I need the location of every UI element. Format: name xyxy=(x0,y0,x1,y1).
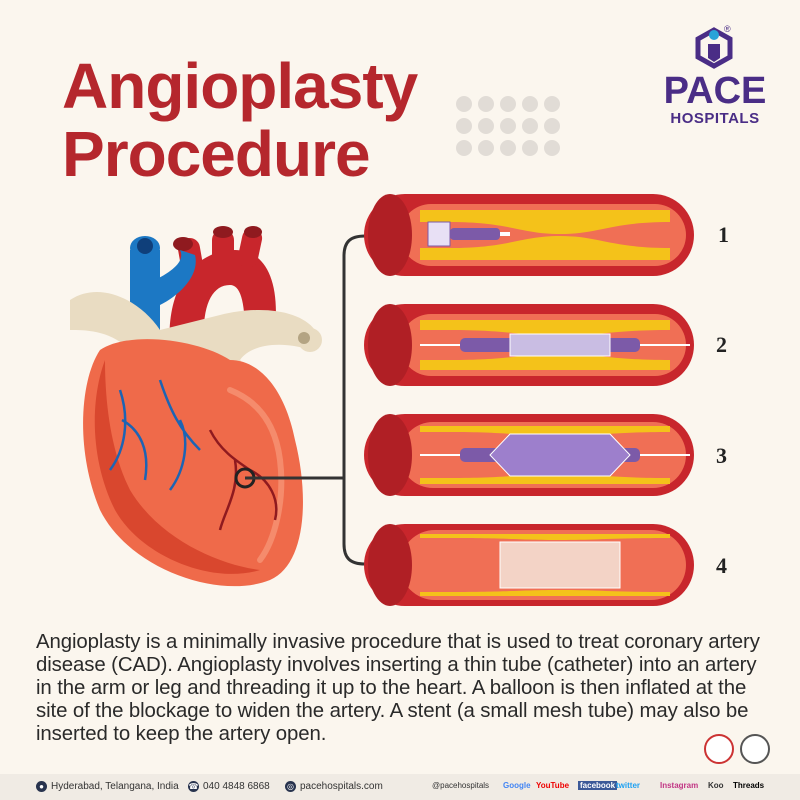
registered-mark: ® xyxy=(724,24,731,34)
social-facebook[interactable]: facebook xyxy=(578,781,618,790)
decorative-dot-grid xyxy=(456,96,560,156)
footer-phone-text: 040 4848 6868 xyxy=(203,781,270,792)
artery-step-2 xyxy=(364,304,694,386)
step-number-4: 4 xyxy=(716,553,727,578)
step-number-3: 3 xyxy=(716,443,727,468)
footer-location-text: Hyderabad, Telangana, India xyxy=(51,781,179,792)
accreditation-badge-icon xyxy=(704,734,734,764)
social-threads[interactable]: Threads xyxy=(733,781,765,790)
step-number-1: 1 xyxy=(718,222,729,247)
procedure-description: Angioplasty is a minimally invasive proc… xyxy=(36,631,760,745)
page-title: Angioplasty Procedure xyxy=(62,50,418,190)
accreditation-badges xyxy=(704,734,770,764)
globe-icon: ◎ xyxy=(285,781,296,792)
title-line-2: Procedure xyxy=(62,118,371,190)
footer-location: ● Hyderabad, Telangana, India xyxy=(36,781,179,792)
pace-hexagon-person-icon xyxy=(695,27,733,69)
social-instagram[interactable]: Instagram xyxy=(660,781,699,790)
footer-website[interactable]: ◎ pacehospitals.com xyxy=(285,781,383,792)
social-koo[interactable]: Koo xyxy=(708,781,724,790)
footer-handle: @pacehospitals xyxy=(432,781,490,790)
footer-phone[interactable]: ☎ 040 4848 6868 xyxy=(188,781,270,792)
social-twitter[interactable]: twitter xyxy=(616,781,640,790)
social-youtube[interactable]: YouTube xyxy=(536,781,570,790)
phone-icon: ☎ xyxy=(188,781,199,792)
title-line-1: Angioplasty xyxy=(62,50,418,122)
artery-step-3 xyxy=(364,414,694,496)
pace-hospitals-logo: ® PACE HOSPITALS xyxy=(660,24,770,134)
social-google[interactable]: Google xyxy=(503,781,531,790)
step-number-2: 2 xyxy=(716,332,727,357)
footer-website-text: pacehospitals.com xyxy=(300,781,383,792)
logo-subtitle: HOSPITALS xyxy=(670,110,760,127)
artery-step-1 xyxy=(364,194,694,276)
nabl-badge-icon xyxy=(740,734,770,764)
logo-name: PACE xyxy=(663,70,767,112)
location-pin-icon: ● xyxy=(36,781,47,792)
artery-step-4 xyxy=(364,524,694,606)
heart-illustration xyxy=(70,226,322,587)
footer-bar: ● Hyderabad, Telangana, India ☎ 040 4848… xyxy=(0,774,800,800)
connector-bracket xyxy=(245,234,366,566)
